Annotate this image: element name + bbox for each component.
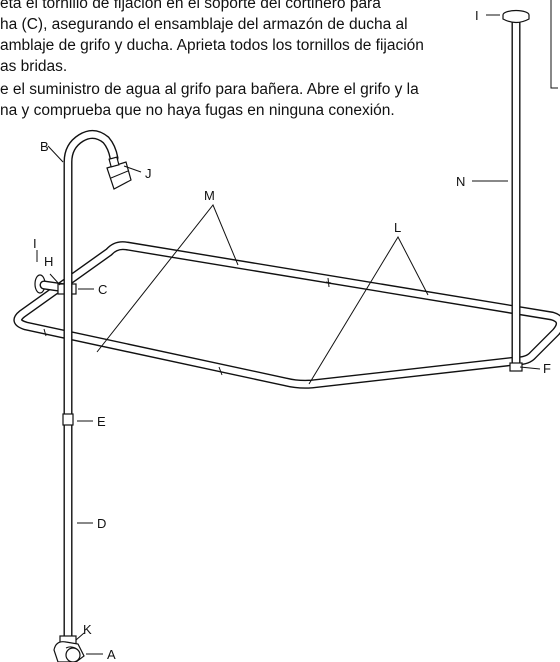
label-f: F xyxy=(543,361,551,376)
label-h: H xyxy=(44,254,53,269)
ceiling-support-rod xyxy=(502,9,530,372)
leader-k xyxy=(75,632,85,641)
leader-l xyxy=(308,235,429,385)
instruction-line: as bridas. xyxy=(0,58,68,75)
curtain-rod xyxy=(13,241,560,389)
pipe-coupling xyxy=(62,413,74,426)
instruction-line: eta el tornillo de fijación en el soport… xyxy=(0,0,381,12)
label-d: D xyxy=(97,516,106,531)
leader-f xyxy=(519,366,541,370)
label-j: J xyxy=(145,166,152,181)
label-a: A xyxy=(107,647,116,662)
page-edge-bracket xyxy=(550,0,558,89)
instruction-line: ha (C), asegurando el ensamblaje del arm… xyxy=(0,16,408,33)
label-i-left: I xyxy=(33,236,37,251)
rod-seam xyxy=(218,366,223,376)
label-m: M xyxy=(204,188,215,203)
tub-faucet-icon xyxy=(53,635,85,662)
supply-pipe xyxy=(62,130,119,641)
label-n: N xyxy=(456,174,465,189)
rod-seam xyxy=(43,328,47,337)
label-c: C xyxy=(98,282,107,297)
instruction-text: eta el tornillo de fijación en el soport… xyxy=(0,0,480,160)
leader-b xyxy=(47,145,64,163)
instruction-line: amblaje de grifo y ducha. Aprieta todos … xyxy=(0,37,424,54)
label-l: L xyxy=(394,220,401,235)
label-b: B xyxy=(40,139,49,154)
leader-j xyxy=(123,165,142,173)
leader-m xyxy=(96,204,239,353)
label-e: E xyxy=(97,414,106,429)
label-i-top: I xyxy=(475,8,479,23)
label-k: K xyxy=(83,622,92,637)
shower-head-icon xyxy=(106,156,132,190)
instruction-line: e el suministro de agua al grifo para ba… xyxy=(0,81,419,98)
instruction-line: na y comprueba que no haya fugas en ning… xyxy=(0,102,395,119)
leader-h xyxy=(49,273,61,286)
